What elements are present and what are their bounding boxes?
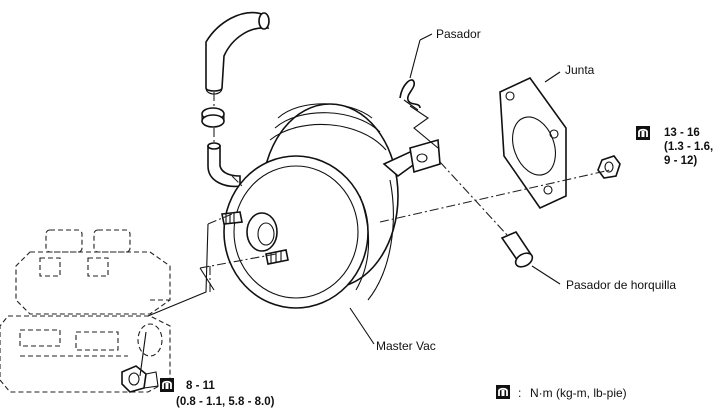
torque-wrench-icon (636, 126, 650, 140)
hose-clamp (201, 107, 225, 128)
master-cylinder-phantom (0, 229, 171, 393)
torque-bottom-line1: 8 - 11 (186, 380, 215, 392)
gasket (499, 76, 567, 210)
clevis-pin (500, 231, 534, 268)
legend-text: N·m (kg-m, lb-pie) (530, 386, 627, 400)
mounting-nut-right (597, 155, 621, 179)
torque-bottom-line2: (0.8 - 1.1, 5.8 - 8.0) (176, 396, 275, 408)
mounting-nut-bottom (121, 365, 159, 393)
master-vac-booster (221, 103, 441, 309)
label-master-vac: Master Vac (376, 339, 436, 353)
torque-wrench-icon (160, 378, 174, 392)
torque-legend: : N·m (kg-m, lb-pie) (496, 385, 627, 400)
assembly-lines (139, 33, 611, 377)
vacuum-hose (205, 11, 270, 95)
torque-spec-bottom: 8 - 11 (0.8 - 1.1, 5.8 - 8.0) (160, 378, 275, 408)
snap-pin (399, 79, 421, 111)
torque-wrench-icon (496, 385, 510, 399)
torque-top-line1: 13 - 16 (664, 127, 700, 139)
torque-top-line3: 9 - 12) (664, 155, 697, 167)
torque-top-line2: (1.3 - 1.6, (664, 141, 713, 153)
label-junta: Junta (565, 63, 595, 77)
torque-spec-top: 13 - 16 (1.3 - 1.6, 9 - 12) (636, 126, 713, 167)
label-pasador: Pasador (436, 27, 481, 41)
legend-separator: : (518, 386, 521, 400)
label-pasador-horquilla: Pasador de horquilla (566, 278, 676, 292)
